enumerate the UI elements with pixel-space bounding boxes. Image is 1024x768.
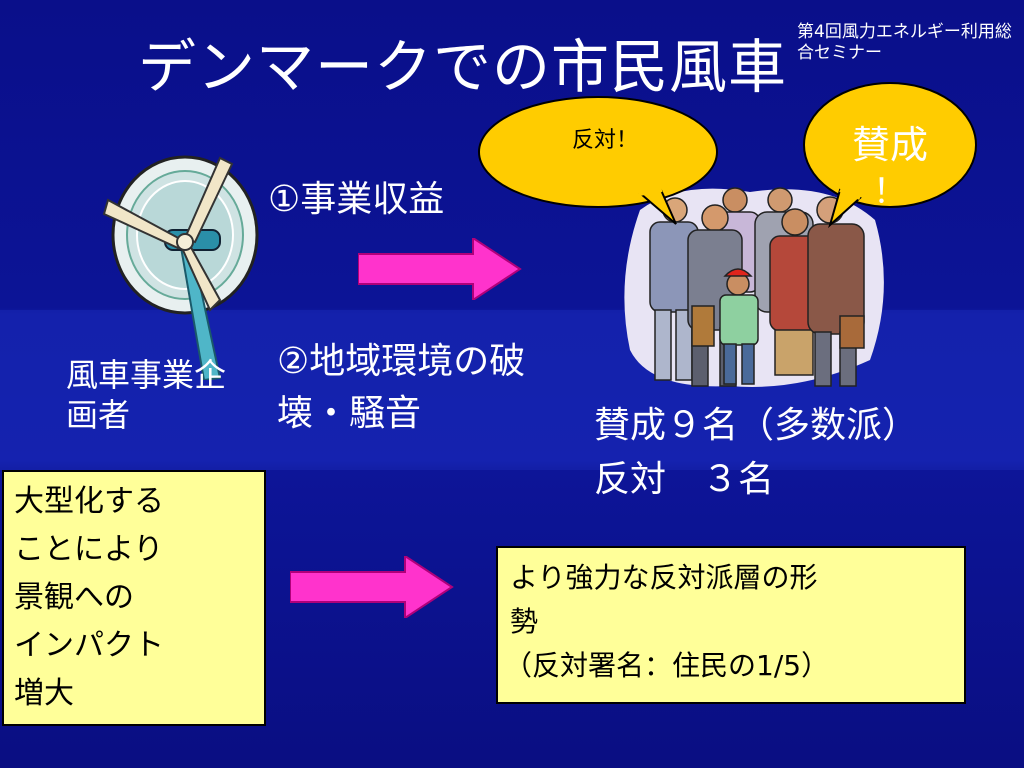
point-business-revenue: ①事業収益 <box>268 179 445 220</box>
impact-text-box: 大型化する ことにより 景観への インパクト 増大 <box>2 470 266 726</box>
bubble-support-line2: ！ <box>873 172 907 212</box>
arrow-right-icon <box>358 238 522 300</box>
point-environment-line1: ②地域環境の破 <box>277 341 526 382</box>
turbine-label-line1: 風車事業企 <box>66 356 227 394</box>
impact-line-5: 増大 <box>14 676 74 711</box>
vote-result-line2: 反対 ３名 <box>594 459 775 500</box>
bubble-oppose-text: 反対！ <box>571 128 638 153</box>
speech-bubble-support <box>803 82 977 229</box>
speech-bubble-oppose <box>478 96 718 225</box>
opposition-line-3: （反対署名：住民の1/5） <box>504 649 830 682</box>
turbine-label-line2: 画者 <box>66 396 131 434</box>
opposition-line-2: 勢 <box>510 605 539 638</box>
wind-turbine-icon <box>102 155 259 380</box>
slide-title: デンマークでの市民風車 <box>138 33 788 101</box>
vote-result-line1: 賛成９名（多数派） <box>594 405 919 446</box>
point-environment-line2: 壊・騒音 <box>277 393 422 434</box>
impact-line-3: 景観への <box>14 580 134 615</box>
impact-line-2: ことにより <box>14 532 164 567</box>
slide-subtitle: 第4回風力エネルギー利用総合セミナー <box>797 22 1012 63</box>
crowd-icon <box>624 187 884 387</box>
arrow-right-icon <box>290 556 454 618</box>
impact-line-1: 大型化する <box>14 484 164 519</box>
impact-line-4: インパクト <box>14 628 164 663</box>
bubble-support-line1: 賛成 <box>851 123 928 167</box>
opposition-line-1: より強力な反対派層の形 <box>510 561 818 594</box>
opposition-text-box: より強力な反対派層の形 勢 （反対署名：住民の1/5） <box>496 546 966 704</box>
